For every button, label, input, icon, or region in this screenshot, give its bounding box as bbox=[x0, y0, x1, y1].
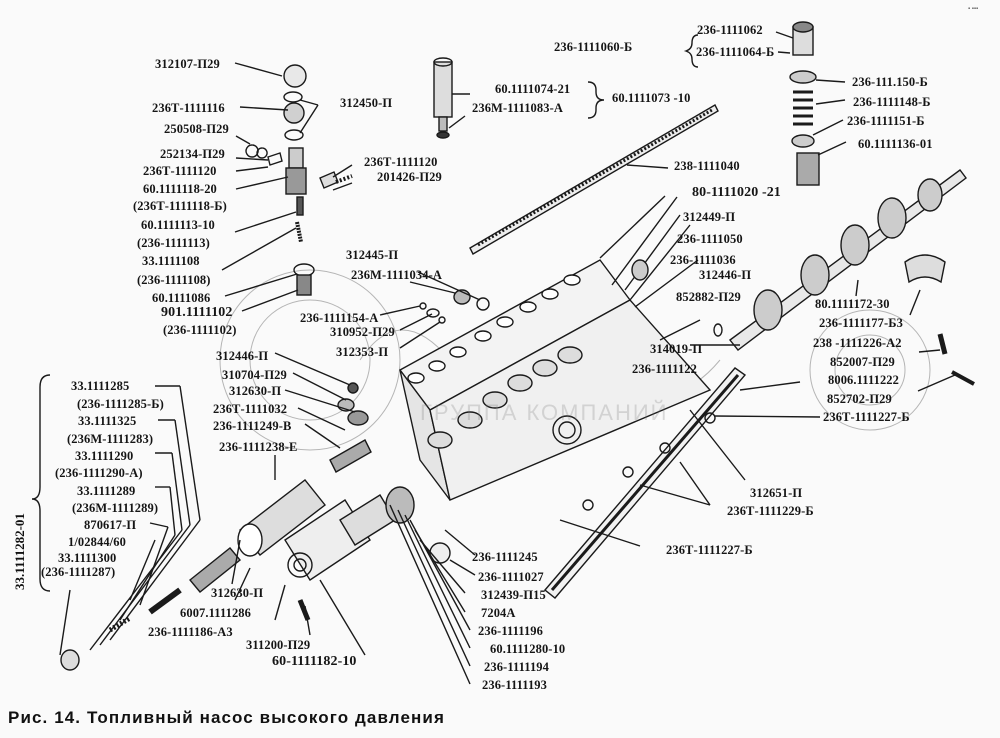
pushrod-spring-assembly bbox=[775, 21, 847, 186]
part-label: 238 -1111226-А2 bbox=[813, 336, 902, 350]
part-label: 60.1111136-01 bbox=[858, 137, 933, 151]
part-label: 312445-П bbox=[346, 248, 399, 262]
part-label: 312630-П bbox=[229, 384, 282, 398]
part-label: 312439-П15 bbox=[481, 588, 546, 602]
part-label: 60.1111280-10 bbox=[490, 642, 566, 656]
part-label: 236-1111036 bbox=[670, 253, 736, 267]
part-label: 312107-П29 bbox=[155, 57, 220, 71]
part-label: 852702-П29 bbox=[827, 392, 892, 406]
part-label: 80.1111172-30 bbox=[815, 297, 890, 311]
part-label: 60.1111074-21 bbox=[495, 82, 571, 96]
part-label: 80-1111020 -21 bbox=[692, 185, 781, 200]
part-label: 236-1111186-А3 bbox=[148, 625, 233, 639]
part-label: (236-1111113) bbox=[137, 236, 210, 250]
plunger-pair bbox=[433, 34, 699, 139]
part-label: (236-1111285-Б) bbox=[77, 397, 164, 411]
part-label: 236Т-1111032 bbox=[213, 402, 288, 416]
part-label: (236-1111290-А) bbox=[55, 466, 143, 480]
part-label: 236Т-1111120 bbox=[364, 155, 438, 169]
part-label: 312449-П bbox=[683, 210, 736, 224]
part-label: 312630-П bbox=[211, 586, 264, 600]
part-label: 6007.1111286 bbox=[180, 606, 252, 620]
part-label: 60-1111182-10 bbox=[272, 654, 357, 669]
part-label: 236-1111196 bbox=[478, 624, 544, 638]
part-label: 250508-П29 bbox=[164, 122, 229, 136]
part-label: 310704-П29 bbox=[222, 368, 287, 382]
part-label: 236Т-1111120 bbox=[143, 164, 217, 178]
part-label: 236-1111238-Е bbox=[219, 440, 298, 454]
group-bracket-label: 33.1111282-01 bbox=[12, 513, 27, 590]
part-label: 236-1111245 bbox=[472, 550, 538, 564]
part-label: 236-1111122 bbox=[632, 362, 698, 376]
part-label: 60.1111086 bbox=[152, 291, 211, 305]
part-label: 236-1111060-Б bbox=[554, 40, 633, 54]
part-label: (236-1111102) bbox=[163, 323, 237, 337]
part-label: 8006.1111222 bbox=[828, 373, 900, 387]
part-label: 33.1111289 bbox=[77, 484, 136, 498]
part-label: 236-1111148-Б bbox=[853, 95, 931, 109]
part-label: 236Т-1111116 bbox=[152, 101, 225, 115]
governor-parts bbox=[31, 352, 476, 685]
part-label: (236М-1111289) bbox=[72, 501, 159, 515]
part-label: 311200-П29 bbox=[246, 638, 311, 652]
part-label: (236Т-1111118-Б) bbox=[133, 199, 227, 213]
part-label: 314019-П bbox=[650, 342, 703, 356]
control-rack bbox=[469, 104, 719, 255]
part-label: 236-1111249-В bbox=[213, 419, 292, 433]
part-label: 33.1111325 bbox=[78, 414, 137, 428]
part-label: 60.1111118-20 bbox=[143, 182, 217, 196]
part-label: 312446-П bbox=[216, 349, 269, 363]
part-label: 7204А bbox=[481, 606, 516, 620]
part-label: 312353-П bbox=[336, 345, 389, 359]
part-label: 901.1111102 bbox=[161, 305, 233, 320]
part-label: (236М-1111283) bbox=[67, 432, 154, 446]
side-covers bbox=[543, 333, 975, 599]
part-label: 236М-1111034-А bbox=[351, 268, 442, 282]
fittings bbox=[379, 259, 740, 349]
part-label: 870617-П bbox=[84, 518, 137, 532]
part-label: 252134-П29 bbox=[160, 147, 225, 161]
part-label: 312450-П bbox=[340, 96, 393, 110]
corner-mark: ▪ ▪▪▪ bbox=[968, 6, 979, 12]
part-label: 236Т-1111227-Б bbox=[666, 543, 753, 557]
part-label: 33.1111108 bbox=[142, 254, 200, 268]
part-label: 310952-П29 bbox=[330, 325, 395, 339]
part-label: 201426-П29 bbox=[377, 170, 442, 184]
pump-housing bbox=[398, 195, 712, 501]
part-label: 236Т-1111227-Б bbox=[823, 410, 910, 424]
part-label: 236-1111177-Б3 bbox=[819, 316, 903, 330]
part-label: 312651-П bbox=[750, 486, 803, 500]
figure-caption: Рис. 14. Топливный насос высокого давлен… bbox=[8, 708, 445, 727]
part-label: 238-1111040 bbox=[674, 159, 740, 173]
watermark-text: ГРУППА КОМПАНИЙ bbox=[420, 400, 669, 425]
part-label: 236М-1111083-А bbox=[472, 101, 563, 115]
part-label: 236-1111062 bbox=[697, 23, 763, 37]
delivery-valve-assembly bbox=[221, 62, 353, 312]
part-label: 236-1111193 bbox=[482, 678, 548, 692]
part-label: 236-1111027 bbox=[478, 570, 544, 584]
part-label: (236-1111108) bbox=[137, 273, 211, 287]
part-label: 852882-П29 bbox=[676, 290, 741, 304]
part-label: (236-1111287) bbox=[41, 565, 116, 579]
part-label: 1/02844/60 bbox=[68, 535, 126, 549]
part-label: 236Т-1111229-Б bbox=[727, 504, 814, 518]
part-label: 236-111.150-Б bbox=[852, 75, 928, 89]
part-label: 33.1111285 bbox=[71, 379, 130, 393]
part-label: 236-1111064-Б bbox=[696, 45, 775, 59]
part-label: 236-1111050 bbox=[677, 232, 743, 246]
part-label: 60.1111113-10 bbox=[141, 218, 215, 232]
part-label: 312446-П bbox=[699, 268, 752, 282]
part-label: 33.1111300 bbox=[58, 551, 117, 565]
camshaft bbox=[728, 169, 967, 351]
part-label: 236-1111194 bbox=[484, 660, 550, 674]
part-label: 236-1111154-А bbox=[300, 311, 379, 325]
part-label: 236-1111151-Б bbox=[847, 114, 925, 128]
part-label: 33.1111290 bbox=[75, 449, 134, 463]
part-label: 852007-П29 bbox=[830, 355, 895, 369]
part-label: 60.1111073 -10 bbox=[612, 91, 691, 105]
